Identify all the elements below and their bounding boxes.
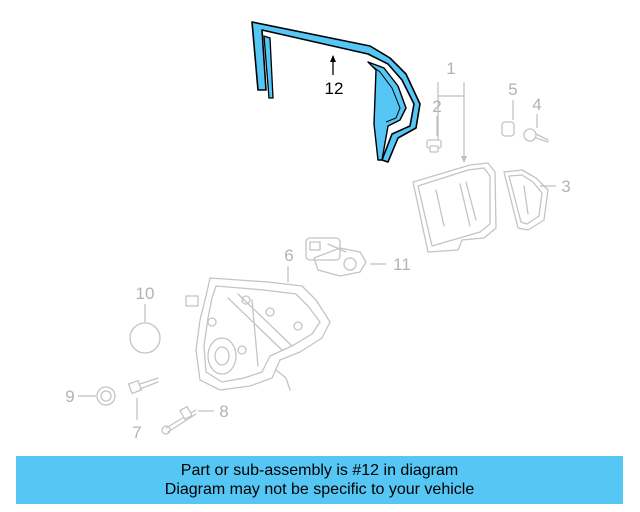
callout-8: 8	[219, 402, 228, 421]
callout-11: 11	[393, 255, 411, 274]
callout-12-arrow	[330, 55, 336, 62]
callout-1-leader	[437, 82, 465, 160]
notice-line-disclaimer: Diagram may not be specific to your vehi…	[164, 481, 475, 498]
callout-1: 1	[446, 59, 455, 78]
part-1-door-glass	[412, 162, 497, 253]
part-10-seal	[129, 322, 161, 354]
part-2-clip	[426, 139, 442, 153]
part-6-regulator-panel	[185, 277, 331, 391]
callout-7: 7	[132, 423, 141, 442]
part-12-glass-run-channel[interactable]	[251, 21, 421, 163]
notice-line-part: Part or sub-assembly is #12 in diagram	[180, 462, 459, 479]
part-4-screw	[523, 128, 549, 143]
part-3-quarter-glass	[503, 169, 549, 231]
callout-12: 12	[325, 79, 344, 98]
part-8-push-pin	[161, 405, 197, 435]
diagram-notice-banner: Part or sub-assembly is #12 in diagram D…	[16, 456, 623, 504]
callout-6: 6	[284, 246, 293, 265]
callout-2: 2	[432, 97, 441, 116]
part-7-bolt	[127, 377, 159, 395]
callout-5: 5	[508, 80, 517, 99]
part-11-window-motor	[305, 237, 367, 277]
callout-3: 3	[561, 177, 570, 196]
part-9-plug	[96, 386, 116, 406]
callout-9: 9	[65, 387, 74, 406]
callout-1-arrow	[461, 156, 467, 163]
part-5-retainer	[501, 121, 515, 137]
callout-10: 10	[136, 284, 155, 303]
callout-4: 4	[532, 95, 541, 114]
